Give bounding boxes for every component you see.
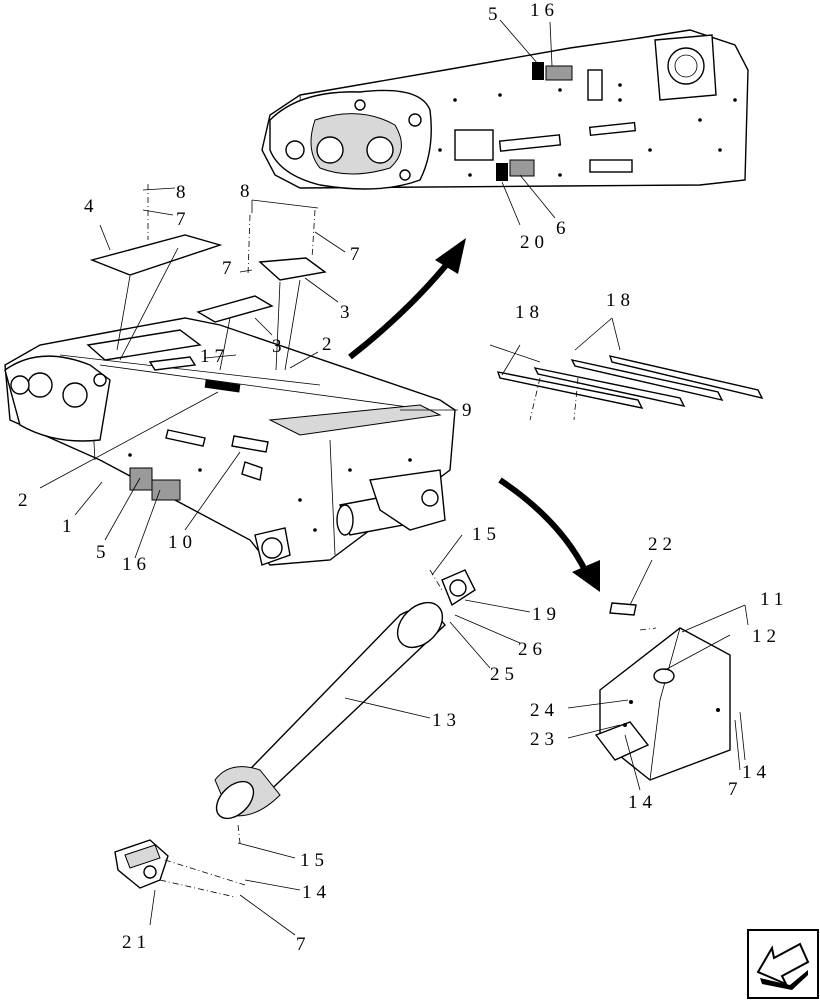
callout-5: 5 — [488, 4, 503, 25]
main-chassis-view — [4, 317, 456, 566]
leader-lines — [39, 187, 749, 936]
callout-19: 19 — [532, 604, 561, 625]
callout-9: 9 — [462, 400, 477, 421]
callout-7: 7 — [728, 779, 743, 800]
callout-23: 23 — [530, 729, 559, 750]
callout-1: 1 — [62, 516, 77, 537]
callout-20: 20 — [520, 232, 549, 253]
callout-labels: 5 16 20 6 8 7 4 8 7 7 3 3 17 2 9 2 1 5 1… — [18, 0, 788, 955]
rod-set — [496, 355, 764, 421]
tank-assembly — [594, 602, 731, 781]
callout-3: 3 — [340, 302, 355, 323]
callout-13: 13 — [432, 710, 461, 731]
callout-25: 25 — [490, 664, 519, 685]
callout-7: 7 — [222, 258, 237, 279]
callout-7: 7 — [176, 209, 191, 230]
drive-shaft — [214, 569, 476, 820]
callout-14: 14 — [628, 792, 657, 813]
callout-16: 16 — [530, 0, 559, 21]
callout-26: 26 — [518, 639, 547, 660]
callout-24: 24 — [530, 700, 559, 721]
callout-8: 8 — [240, 181, 255, 202]
callout-8: 8 — [176, 182, 191, 203]
callout-17: 17 — [200, 346, 229, 367]
callout-15: 15 — [300, 850, 329, 871]
callout-21: 21 — [122, 932, 151, 953]
callout-15: 15 — [472, 524, 501, 545]
callout-22: 22 — [648, 534, 677, 555]
back-arrow-icon[interactable] — [747, 929, 819, 999]
cover-plates — [89, 184, 327, 371]
callout-12: 12 — [752, 626, 781, 647]
callout-6: 6 — [556, 218, 571, 239]
callout-7: 7 — [350, 244, 365, 265]
callout-3: 3 — [272, 336, 287, 357]
bracket — [114, 839, 246, 898]
detail-panel-view — [261, 19, 749, 226]
flow-arrows — [348, 238, 600, 592]
callout-7: 7 — [296, 934, 311, 955]
callout-16: 16 — [122, 554, 151, 575]
callout-4: 4 — [84, 196, 99, 217]
callout-5: 5 — [96, 542, 111, 563]
callout-2: 2 — [322, 334, 337, 355]
callout-10: 10 — [168, 532, 197, 553]
callout-14: 14 — [302, 882, 331, 903]
callout-2: 2 — [18, 490, 33, 511]
callout-11: 11 — [760, 589, 788, 610]
callout-14: 14 — [742, 762, 771, 783]
callout-18: 18 — [515, 302, 544, 323]
callout-18: 18 — [606, 290, 635, 311]
